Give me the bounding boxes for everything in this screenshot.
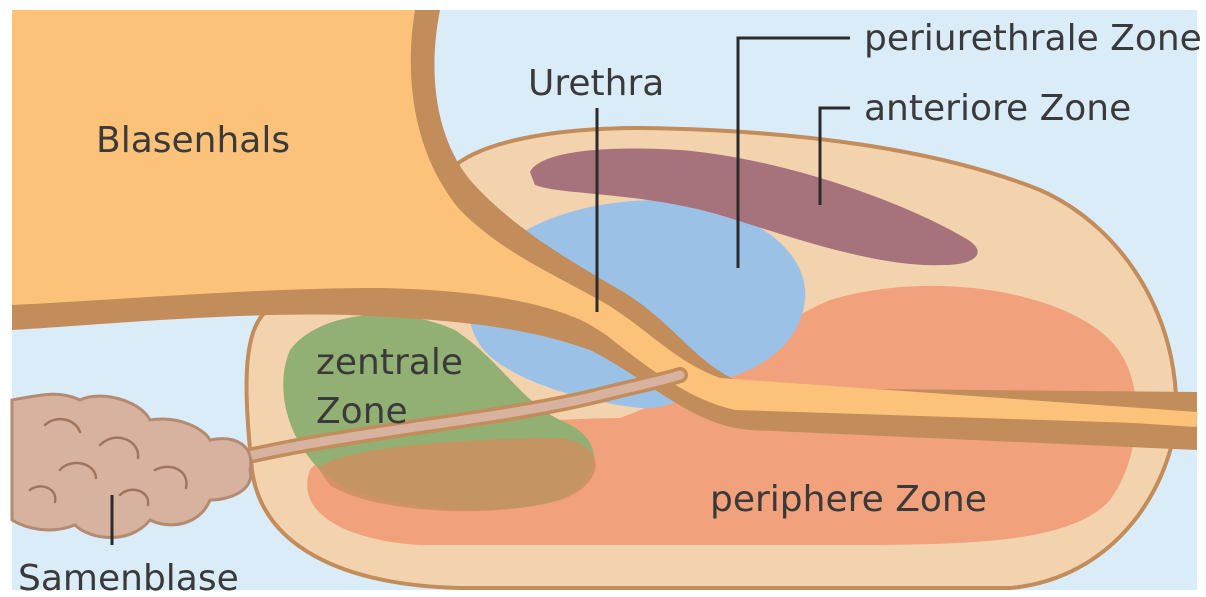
label-blasenhals: Blasenhals [96, 120, 290, 161]
label-zentrale-zone-line2: Zone [316, 391, 408, 432]
label-periphere-zone: periphere Zone [710, 479, 987, 520]
label-urethra: Urethra [528, 63, 664, 104]
label-anteriore-zone: anteriore Zone [864, 88, 1131, 129]
label-zentrale-zone-line1: zentrale [316, 342, 463, 383]
label-samenblase: Samenblase [18, 558, 239, 597]
label-periurethrale-zone: periurethrale Zone [864, 18, 1202, 59]
